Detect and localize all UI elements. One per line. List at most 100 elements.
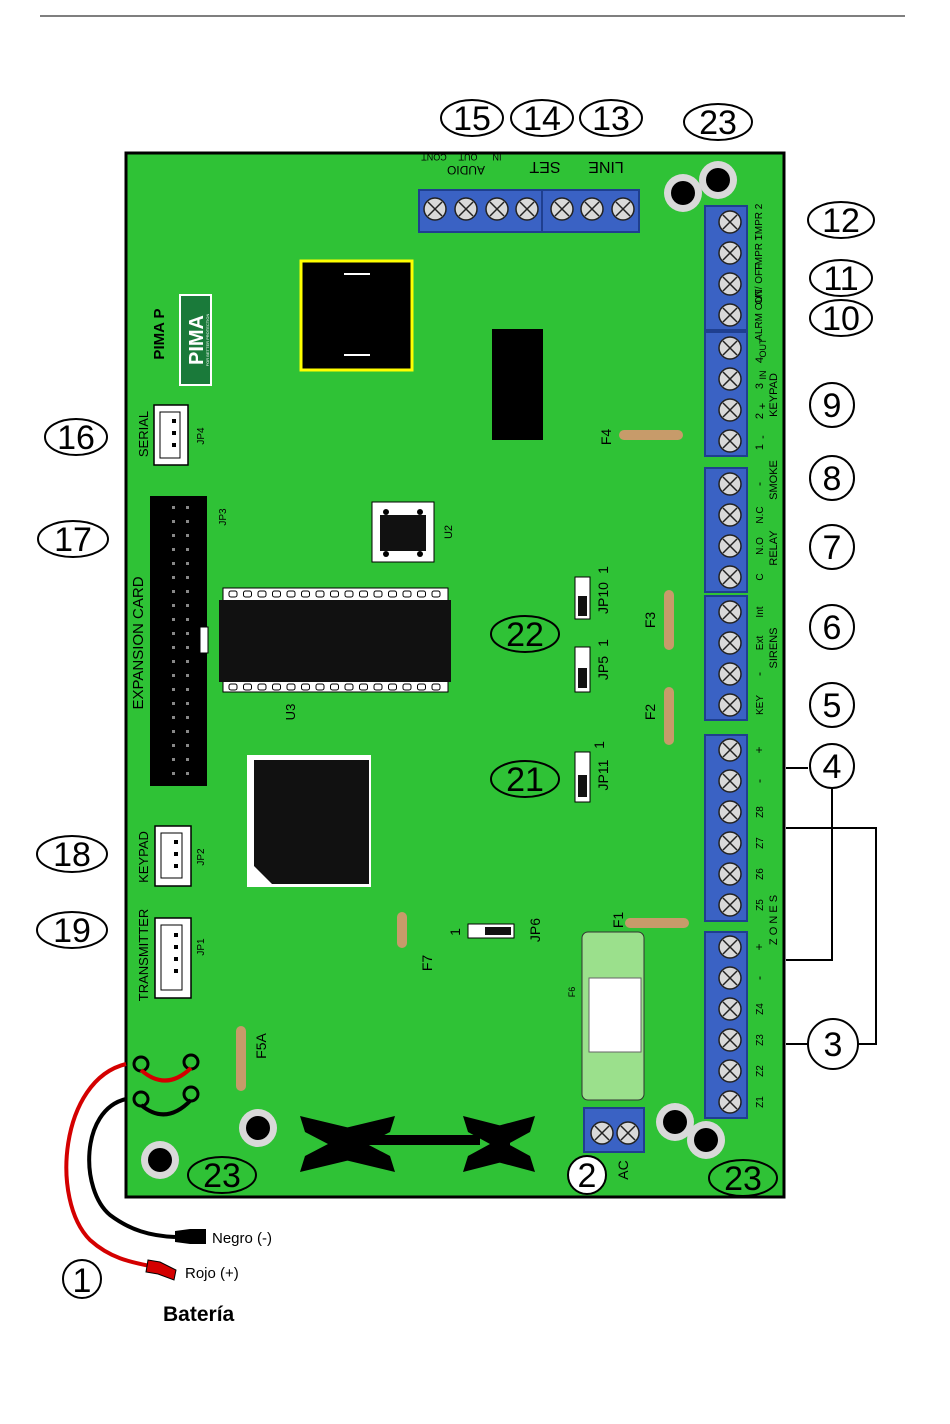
logo-tagline: FOR BETTER PROTECTION [205,314,210,367]
f5a-label: F5A [253,1033,269,1059]
header-pin [186,716,189,719]
relay-c-label: C [755,573,766,580]
header-pin [186,576,189,579]
jp4-label: JP4 [196,427,207,445]
callout-2: 2 [567,1155,607,1195]
u3-label: U3 [283,704,298,721]
callout-23-bottom-right-label: 23 [724,1160,762,1198]
callout-8: 8 [809,455,855,501]
chip-pin [301,683,310,691]
jp1-label: JP1 [196,938,207,956]
battery-red-wire [64,1062,151,1268]
callout-23-bottom-left: 23 [187,1156,257,1195]
callout-23-top: 23 [683,103,753,142]
header-pin [186,660,189,663]
chip-pin [257,590,267,598]
battery-black-clip [175,1229,206,1244]
chip-pin [431,683,441,691]
u2-chip [371,501,435,563]
transmitter-connector [154,917,192,999]
jp6-label: JP6 [527,918,543,942]
keypad-minus-label: - [757,435,769,439]
chip-pin [388,683,397,691]
zone-lower-plus-label: + [752,943,766,950]
header-pin [172,534,175,537]
chip-pin [388,590,397,598]
callout-4-label: 4 [823,748,842,786]
callout-6: 6 [809,604,855,650]
fuse-f2 [664,687,674,745]
header-pin [186,674,189,677]
mounting-hole [239,1109,277,1147]
expansion-header [150,496,209,786]
chip-pin [228,683,238,691]
header-pin [186,506,189,509]
header-pin [172,562,175,565]
header-pin [186,562,189,565]
brand-label: PIMA P [151,308,168,359]
keypad-connector [154,825,192,887]
callout-14-label: 14 [523,100,561,138]
callout-17-label: 17 [54,521,92,559]
chip-pin [373,590,383,598]
siren-minus-label: - [752,672,766,676]
chip-pin [301,590,310,598]
zone-z1-label: Z1 [755,1096,766,1108]
callout-10: 10 [809,299,873,338]
header-pin [172,688,175,691]
jp11-pin1: 1 [591,741,607,749]
chip-pin [359,683,368,691]
callout-6-label: 6 [823,609,842,647]
header-pin [186,520,189,523]
serial-connector [153,404,189,466]
serial-label: SERIAL [136,411,151,457]
alrm-out-label: ALRM OUT [754,289,765,341]
header-pin [186,688,189,691]
chip-pin [330,683,339,691]
relay-label: RELAY [768,530,780,566]
header-pin [172,730,175,733]
callout-22: 22 [490,615,560,654]
zone-lower-minus-label: - [752,976,766,980]
header-pin [172,632,175,635]
jp10-label: JP10 [595,582,611,614]
header-pin [172,646,175,649]
header-pin [186,646,189,649]
f6-label: F6 [567,987,577,998]
zones-label: Z O N E S [768,895,780,945]
callout-7: 7 [809,524,855,570]
zone-z6-label: Z6 [755,868,766,880]
pima-logo: PIMA FOR BETTER PROTECTION [179,294,212,386]
header-pin [172,604,175,607]
processor-chip [247,755,371,887]
transmitter-label: TRANSMITTER [136,909,151,1001]
chip-pin [286,590,296,598]
tmpr1-label: TMPR 1 [754,234,765,271]
callout-21: 21 [490,760,560,799]
battery-terminals [132,1053,200,1117]
chip-pin [344,683,354,691]
chip-pin [344,590,354,598]
jp6-jumper [467,923,515,939]
header-pin [186,618,189,621]
chip-pin [243,683,252,691]
chip-pin [373,683,383,691]
tamper-terminal-block [704,205,748,331]
callout-23-bottom-right: 23 [708,1159,778,1198]
keypad-pin-2: 2 [754,413,766,419]
expansion-card-label: EXPANSION CARD [130,576,147,709]
header-pin [172,772,175,775]
jp11-jumper [574,751,591,803]
jp5-pin1: 1 [595,639,611,647]
zone-z5-label: Z5 [755,899,766,911]
zones-upper-terminal-block [704,734,748,922]
callout-22-label: 22 [506,616,544,654]
u3-chip [219,587,451,693]
expansion-header-pins [172,506,189,775]
keypad-terminal-block [704,331,748,457]
callout-13-label: 13 [592,100,630,138]
header-pin [172,618,175,621]
callout-3-label: 3 [824,1026,843,1064]
u3-pins [228,590,441,691]
